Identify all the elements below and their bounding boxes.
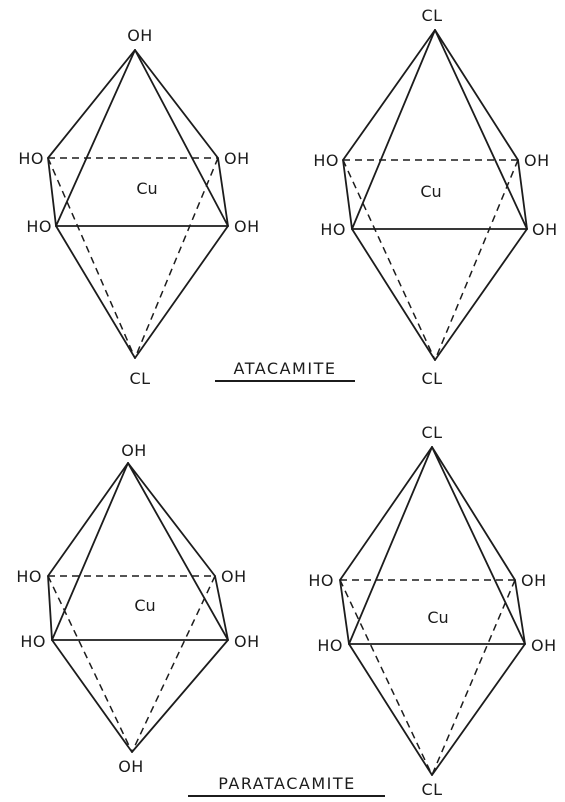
- edge-left-vertical: [342, 159, 353, 230]
- center-atom-label: Cu: [134, 596, 155, 615]
- edge-back-right-to-bottom: [134, 157, 219, 359]
- edge-top-back-left: [339, 446, 433, 581]
- back-right-label: OH: [521, 571, 547, 590]
- edge-back-left-to-bottom: [47, 575, 133, 753]
- front-right-label: OH: [531, 636, 557, 655]
- apex-top-label: CL: [421, 6, 442, 25]
- apex-bottom-label: CL: [421, 369, 442, 388]
- edge-top-front-left: [51, 462, 129, 641]
- edge-top-back-left: [342, 29, 436, 161]
- edge-top-back-left: [47, 462, 129, 577]
- back-right-label: OH: [524, 151, 550, 170]
- apex-bottom-label: OH: [118, 757, 144, 776]
- back-right-label: OH: [221, 567, 247, 586]
- center-atom-label: Cu: [136, 179, 157, 198]
- edge-front-right-to-bottom: [431, 643, 526, 776]
- octahedron-atacamite-1: OH CL HO OH HO OH Cu: [18, 26, 259, 388]
- caption-atacamite: ATACAMITE: [215, 359, 355, 382]
- edge-back-left-to-bottom: [47, 157, 136, 359]
- front-left-label: HO: [26, 217, 52, 236]
- back-left-label: HO: [308, 571, 334, 590]
- caption-atacamite-text: ATACAMITE: [234, 359, 337, 378]
- edge-top-front-right: [434, 29, 528, 230]
- front-right-label: OH: [234, 217, 260, 236]
- edge-front-left-to-bottom: [348, 643, 433, 776]
- octahedron-paratacamite-2: CL CL HO OH HO OH Cu: [308, 423, 556, 799]
- edge-back-right-to-bottom: [434, 159, 519, 361]
- edge-left-vertical: [47, 575, 53, 641]
- edge-top-front-left: [55, 49, 136, 227]
- back-left-label: HO: [16, 567, 42, 586]
- edge-right-vertical: [517, 159, 528, 230]
- octahedron-atacamite-2: CL CL HO OH HO OH Cu: [313, 6, 557, 388]
- edge-top-back-right: [434, 29, 519, 161]
- front-left-label: HO: [320, 220, 346, 239]
- back-left-label: HO: [18, 149, 44, 168]
- caption-paratacamite: PARATACAMITE: [188, 774, 385, 797]
- edge-back-left-to-bottom: [339, 579, 433, 776]
- edge-back-right-to-bottom: [131, 575, 216, 753]
- edge-back-left-to-bottom: [342, 159, 436, 361]
- apex-top-label: OH: [121, 441, 147, 460]
- edge-front-right-to-bottom: [434, 228, 528, 361]
- edge-front-left-to-bottom: [51, 639, 133, 753]
- edge-top-back-right: [134, 49, 219, 159]
- edge-top-front-right: [127, 462, 229, 641]
- apex-bottom-label: CL: [129, 369, 150, 388]
- apex-bottom-label: CL: [421, 780, 442, 799]
- apex-top-label: CL: [421, 423, 442, 442]
- edge-left-vertical: [47, 157, 57, 227]
- center-atom-label: Cu: [427, 608, 448, 627]
- edge-top-front-left: [348, 446, 433, 645]
- octahedron-paratacamite-1: OH OH HO OH HO OH Cu: [16, 441, 259, 776]
- apex-top-label: OH: [127, 26, 153, 45]
- edge-top-front-right: [431, 446, 526, 645]
- edge-top-front-right: [134, 49, 229, 227]
- edge-right-vertical: [514, 579, 526, 645]
- edge-top-front-left: [351, 29, 436, 230]
- edge-right-vertical: [214, 575, 229, 641]
- caption-paratacamite-text: PARATACAMITE: [218, 774, 355, 793]
- edge-front-right-to-bottom: [131, 639, 229, 753]
- edge-front-left-to-bottom: [351, 228, 436, 361]
- edge-right-vertical: [217, 157, 229, 227]
- front-right-label: OH: [532, 220, 558, 239]
- edge-front-right-to-bottom: [134, 225, 229, 359]
- edge-front-left-to-bottom: [55, 225, 136, 359]
- edge-left-vertical: [339, 579, 350, 645]
- edge-top-back-right: [127, 462, 216, 577]
- back-left-label: HO: [313, 151, 339, 170]
- front-left-label: HO: [317, 636, 343, 655]
- center-atom-label: Cu: [420, 182, 441, 201]
- front-left-label: HO: [20, 632, 46, 651]
- front-right-label: OH: [234, 632, 260, 651]
- edge-top-back-right: [431, 446, 516, 581]
- back-right-label: OH: [224, 149, 250, 168]
- edge-top-back-left: [47, 49, 136, 159]
